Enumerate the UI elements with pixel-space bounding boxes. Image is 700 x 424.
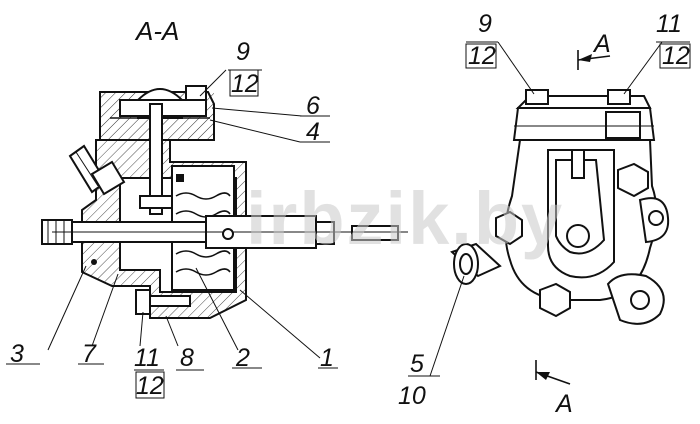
rod-end [315, 221, 335, 245]
callout-12-left-box [465, 43, 497, 69]
callout-8: 8 [180, 344, 194, 372]
callout-12-top-left: 12 [231, 70, 259, 98]
callout-5: 5 [410, 350, 424, 378]
watermark: irbzik.by [246, 177, 564, 260]
cover-bolt-9 [185, 85, 207, 101]
callout-10: 10 [398, 382, 426, 410]
valve-stem [149, 103, 163, 215]
stem-collar [139, 195, 173, 209]
callout-12-right-box [659, 43, 691, 69]
callout-12-top-box [229, 69, 259, 97]
callout-12-bottom-box [135, 371, 165, 399]
view-arrow-bottom: A [535, 360, 573, 418]
callout-11-right: 11 [656, 10, 682, 38]
section-view-a-a [41, 85, 408, 319]
callout-9-left: 9 [236, 38, 250, 66]
cap-section [605, 111, 641, 139]
bottom-bolt-11 [135, 289, 191, 315]
callout-7: 7 [82, 340, 97, 368]
callout-12-bottom-left: 12 [136, 372, 164, 400]
right-leaders [408, 41, 690, 377]
callout-2: 2 [235, 344, 250, 372]
callout-9-right: 9 [478, 10, 492, 38]
callout-12-right-left: 12 [468, 42, 496, 70]
push-rod [351, 225, 399, 241]
inlet-fitting [68, 144, 126, 196]
lever-pivot [566, 224, 590, 248]
callout-1: 1 [320, 344, 334, 372]
section-title: A-A [134, 16, 179, 46]
stem-top [571, 149, 585, 179]
callout-11-left: 11 [134, 344, 160, 372]
bolt-9-right [525, 89, 549, 105]
callout-4: 4 [306, 118, 320, 146]
bolt-11-right [607, 89, 631, 105]
view-arrow-top: A [577, 30, 611, 70]
callout-6: 6 [306, 92, 320, 120]
callout-3: 3 [10, 340, 24, 368]
exterior-view [450, 89, 670, 325]
view-mark-top: A [592, 30, 611, 58]
callout-12-right-right: 12 [662, 42, 690, 70]
view-mark-bottom: A [554, 390, 573, 418]
body-bolts [495, 162, 649, 318]
outlet-fitting-5 [450, 242, 502, 285]
